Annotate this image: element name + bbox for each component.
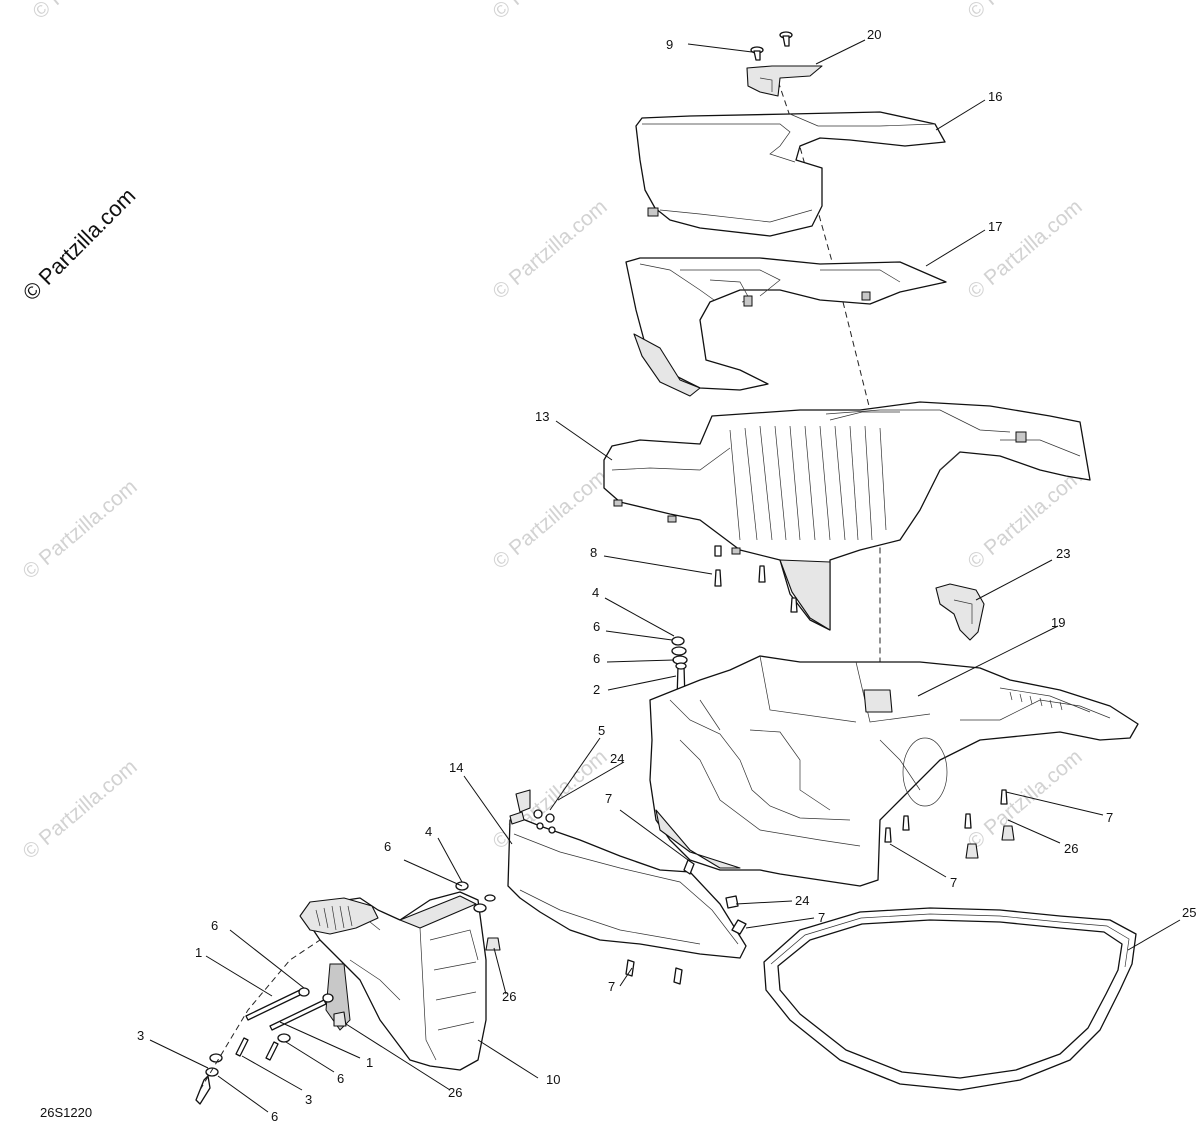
bracket-panel-10 (299, 891, 487, 1071)
callout-6: 6 (211, 918, 218, 933)
callout-19: 19 (1051, 615, 1065, 630)
bolts-1-3-6 (195, 987, 347, 1105)
leader-lines (149, 39, 1181, 1113)
nut-26 (965, 825, 1015, 859)
fastener-stack-10 (455, 881, 501, 951)
callout-25: 25 (1182, 905, 1196, 920)
top-cover-16 (635, 111, 946, 237)
seal-25 (763, 907, 1137, 1091)
console-13 (603, 401, 1091, 631)
callout-7: 7 (818, 910, 825, 925)
callout-26: 26 (448, 1085, 462, 1100)
copyright-watermark: © Partzilla.com (18, 183, 141, 306)
callout-3: 3 (137, 1028, 144, 1043)
watermark: © Partzilla.com (488, 195, 611, 304)
callout-10: 10 (546, 1072, 560, 1087)
clip-23 (935, 583, 985, 641)
callout-20: 20 (867, 27, 881, 42)
callout-26: 26 (502, 989, 516, 1004)
callout-26: 26 (1064, 841, 1078, 856)
callout-2: 2 (593, 682, 600, 697)
callout-7: 7 (608, 979, 615, 994)
bracket-20 (746, 65, 823, 97)
side-panel-14 (507, 789, 747, 959)
watermark: © Partzilla.com (963, 195, 1086, 304)
callout-4: 4 (592, 585, 599, 600)
callout-6: 6 (593, 619, 600, 634)
console-body-19 (649, 655, 1139, 887)
assembly-axis-line (774, 71, 881, 700)
callout-6: 6 (384, 839, 391, 854)
screw-7 (884, 789, 1008, 843)
callout-4: 4 (425, 824, 432, 839)
callout-16: 16 (988, 89, 1002, 104)
callout-7: 7 (605, 791, 612, 806)
shroud-17 (625, 257, 947, 397)
callout-14: 14 (449, 760, 463, 775)
callout-6: 6 (593, 651, 600, 666)
watermark: © Partzilla.com (963, 745, 1086, 854)
callout-7: 7 (1106, 810, 1113, 825)
callout-13: 13 (535, 409, 549, 424)
watermark: © Partzilla.com (963, 0, 1086, 24)
callout-23: 23 (1056, 546, 1070, 561)
watermark: © Partzilla.com (18, 755, 141, 864)
fastener-5-24 (533, 809, 556, 834)
callout-6: 6 (337, 1071, 344, 1086)
callout-9: 9 (666, 37, 673, 52)
clip-24 (725, 895, 739, 909)
screw-7-panel (625, 859, 747, 985)
figure-code: 26S1220 (40, 1105, 92, 1120)
callout-24: 24 (610, 751, 624, 766)
callout-3: 3 (305, 1092, 312, 1107)
callout-17: 17 (988, 219, 1002, 234)
bolt-axis-line (199, 939, 321, 1091)
callout-1: 1 (366, 1055, 373, 1070)
watermark: © Partzilla.com (18, 475, 141, 584)
callout-6: 6 (271, 1109, 278, 1124)
callout-24: 24 (795, 893, 809, 908)
callout-5: 5 (598, 723, 605, 738)
screw-8 (714, 545, 798, 613)
screw-9 (750, 31, 793, 61)
watermark: © Partzilla.com (28, 0, 151, 24)
watermark: © Partzilla.com (488, 0, 611, 24)
callout-8: 8 (590, 545, 597, 560)
callout-labels: 9 20 16 17 13 8 23 4 6 6 2 19 5 24 14 7 … (40, 27, 1196, 1124)
callout-7: 7 (950, 875, 957, 890)
callout-1: 1 (195, 945, 202, 960)
